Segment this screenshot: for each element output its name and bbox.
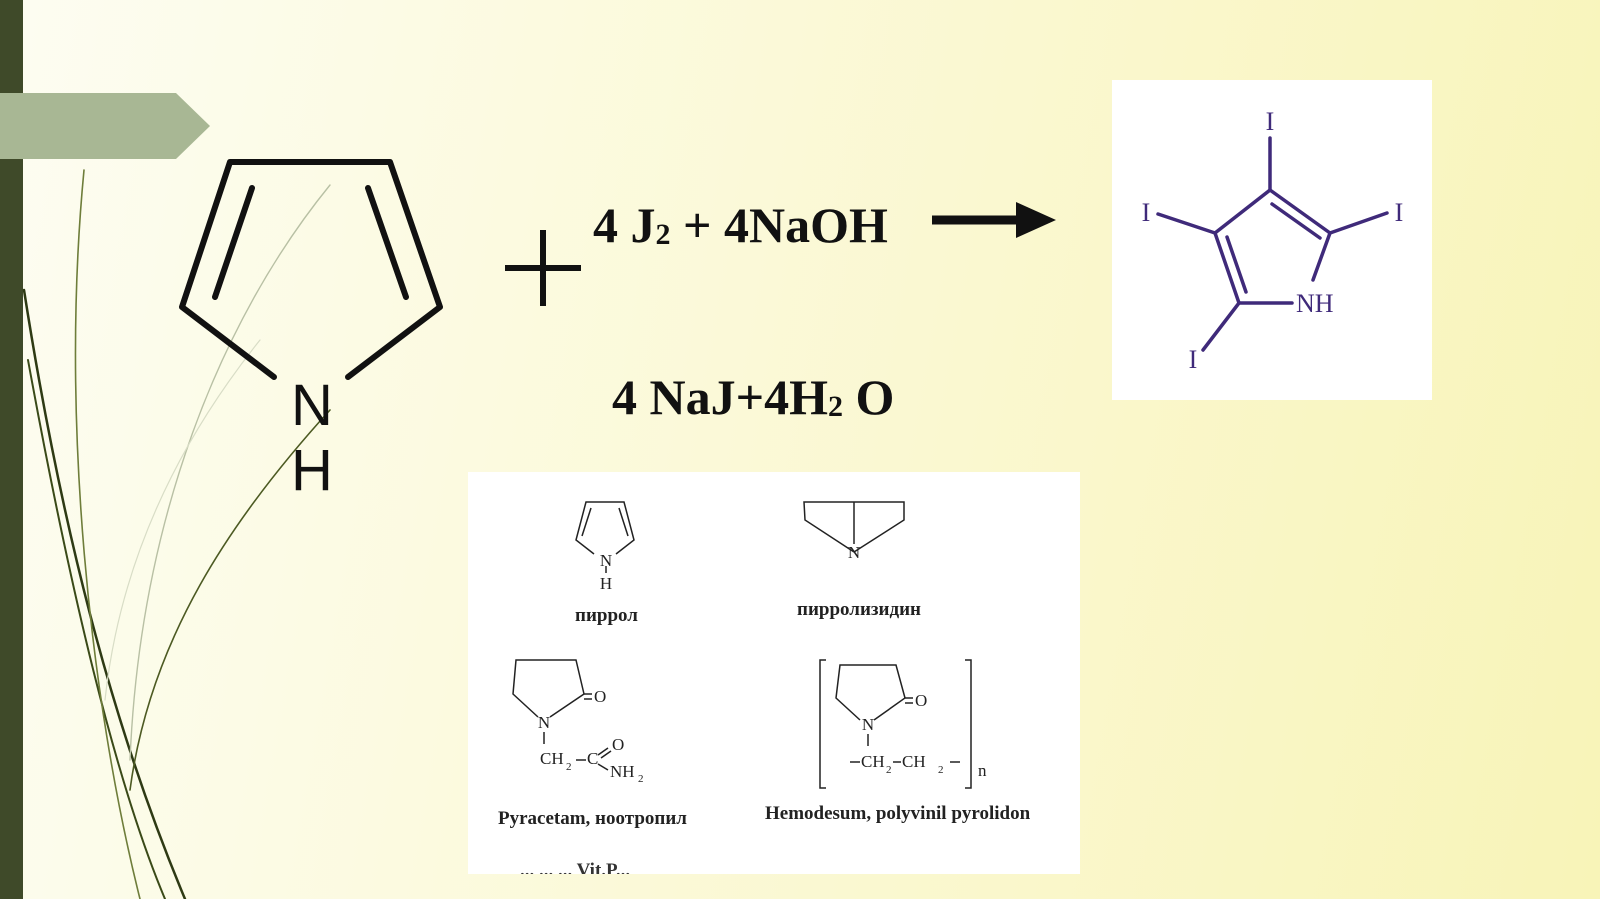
tetraiodopyrrole-card: I I I I NH: [1112, 80, 1432, 400]
caption-hemodesum: Hemodesum, polyvinil pyrolidon: [765, 803, 1031, 824]
ref-hemodesum-n: N: [862, 715, 874, 734]
plus-sign: [505, 230, 581, 306]
reagent-equation: 4 J2 + 4NaOH: [593, 197, 888, 253]
ref-piracetam-nh: NH: [610, 762, 635, 781]
ref-pyrrolizidine-n: N: [848, 543, 860, 562]
ref-pyrrole-h: H: [600, 574, 612, 593]
iodine-label-top: I: [1266, 107, 1275, 136]
pyrrole-derivatives-panel: N H N N O CH 2 C O NH 2 N O CH 2 CH 2 n …: [468, 472, 1080, 874]
ref-pyrrole-n: N: [600, 551, 612, 570]
caption-cut-off: ... ... ... Vit.P...: [520, 860, 631, 874]
caption-pyrrole: пиррол: [575, 605, 638, 626]
pyrrole-h-label: H: [291, 438, 333, 503]
iodine-label-left: I: [1142, 198, 1151, 227]
pyrrole-n-label: N: [291, 373, 333, 438]
ref-hemodesum-o: O: [915, 691, 927, 710]
iodine-label-right: I: [1395, 198, 1404, 227]
tetraiodopyrrole-structure: I I I I NH: [1142, 107, 1404, 374]
ref-hemodesum-two2: 2: [938, 764, 944, 776]
reaction-arrow-icon: [932, 202, 1056, 238]
derivative-structures: N H N N O CH 2 C O NH 2 N O CH 2 CH 2 n: [512, 501, 987, 789]
ref-piracetam-nh-two: 2: [638, 773, 644, 785]
ref-piracetam-ch: CH: [540, 749, 564, 768]
ref-piracetam-two: 2: [566, 761, 572, 773]
ref-piracetam-o: O: [594, 687, 606, 706]
ref-hemodesum-ch2: CH: [902, 752, 926, 771]
title-ribbon: [0, 93, 210, 159]
caption-pyrrolizidine: пирролизидин: [797, 599, 921, 620]
product-equation: 4 NaJ+4H2 O: [612, 369, 895, 425]
ref-piracetam-n: N: [538, 713, 550, 732]
ref-hemodesum-ch: CH: [861, 752, 885, 771]
ref-hemodesum-sub-n: n: [978, 761, 987, 780]
pyrrole-structure: N H: [179, 159, 443, 503]
ref-hemodesum-two: 2: [886, 764, 892, 776]
iodine-label-bottom: I: [1189, 345, 1198, 374]
nh-label: NH: [1296, 289, 1334, 318]
caption-piracetam: Pyracetam, ноотропил: [498, 808, 687, 829]
ref-piracetam-o2: O: [612, 735, 624, 754]
ref-piracetam-c: C: [587, 749, 598, 768]
left-accent-bar: [0, 0, 23, 899]
